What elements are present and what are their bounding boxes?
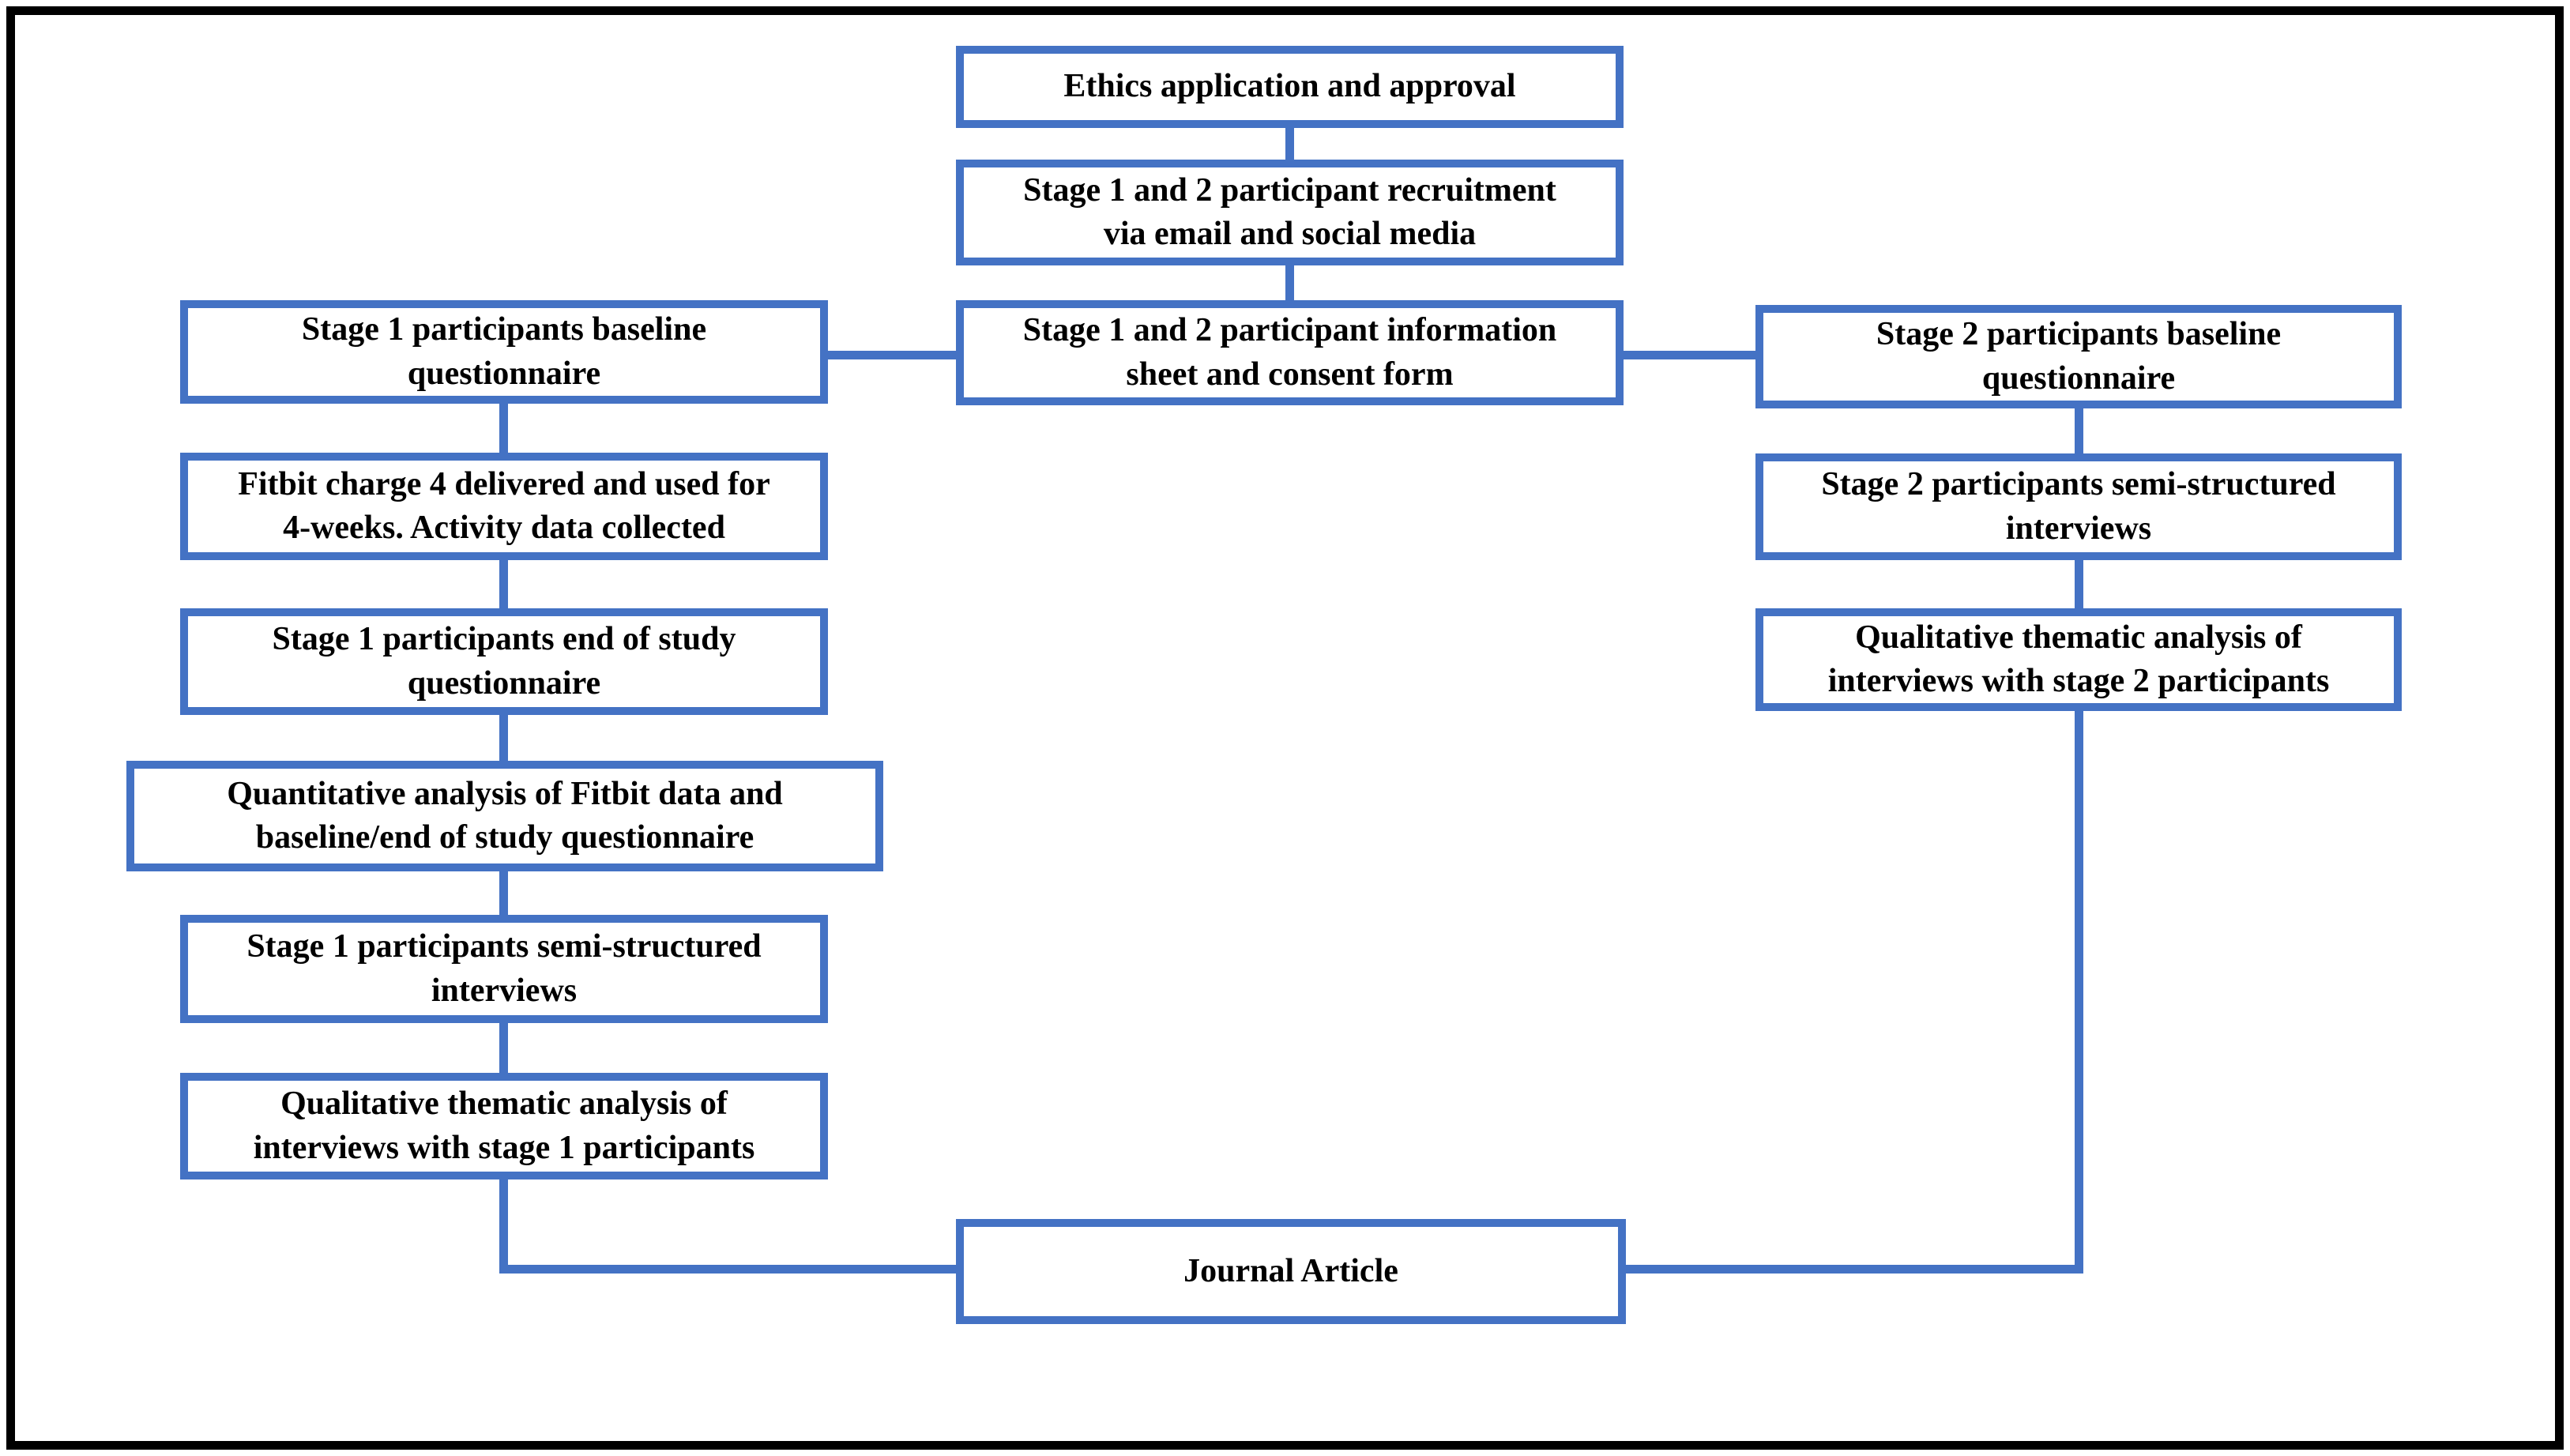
connector-fitbit-to-end-of-study [499,559,508,610]
node-label: Qualitative thematic analysis of intervi… [253,1085,755,1166]
connector-stage2-interviews-to-qualitative [2075,559,2083,610]
connector-stage1-qualitative-down [499,1178,508,1270]
connector-stage2-qualitative-down [2075,709,2083,1274]
connector-stage1-baseline-to-fitbit [499,402,508,454]
node-label: Stage 1 participants semi-structured int… [246,928,762,1009]
connector-stage2-baseline-to-interviews [2075,407,2083,455]
node-label: Fitbit charge 4 delivered and used for 4… [238,465,770,546]
node-label: Ethics application and approval [1063,68,1516,105]
node-label: Journal Article [1183,1252,1398,1289]
node-label: Stage 1 and 2 participant information sh… [1022,312,1557,393]
connector-ethics-to-recruitment [1285,126,1294,163]
node-stage1-semi-structured-interviews: Stage 1 participants semi-structured int… [180,915,828,1023]
connector-end-of-study-to-quantitative [499,713,508,762]
figure-border [6,6,2564,1450]
node-label: Stage 2 participants baseline questionna… [1876,316,2282,397]
node-stage1-baseline-questionnaire: Stage 1 participants baseline questionna… [180,300,828,404]
node-ethics-approval: Ethics application and approval [956,46,1624,128]
node-label: Stage 1 and 2 participant recruitment vi… [1023,171,1556,252]
node-label: Quantitative analysis of Fitbit data and… [227,775,783,856]
node-fitbit-data-collection: Fitbit charge 4 delivered and used for 4… [180,453,828,560]
connector-quantitative-to-stage1-interviews [499,870,508,917]
node-stage1-end-of-study-questionnaire: Stage 1 participants end of study questi… [180,608,828,715]
node-information-sheet-consent: Stage 1 and 2 participant information sh… [956,300,1624,405]
node-stage2-baseline-questionnaire: Stage 2 participants baseline questionna… [1755,305,2402,408]
node-participant-recruitment: Stage 1 and 2 participant recruitment vi… [956,160,1624,265]
node-label: Qualitative thematic analysis of intervi… [1827,619,2330,699]
node-stage1-qualitative-analysis: Qualitative thematic analysis of intervi… [180,1073,828,1179]
connector-recruitment-to-information [1285,264,1294,302]
connector-stage1-interviews-to-qualitative [499,1021,508,1074]
connector-information-to-stage1-baseline [824,351,958,359]
connector-information-to-stage2-baseline [1620,351,1759,359]
connector-right-to-journal [1621,1265,2083,1274]
node-journal-article: Journal Article [956,1219,1626,1324]
node-label: Stage 1 participants end of study questi… [272,621,736,702]
node-label: Stage 1 participants baseline questionna… [301,311,707,392]
node-quantitative-analysis: Quantitative analysis of Fitbit data and… [126,761,883,871]
node-stage2-semi-structured-interviews: Stage 2 participants semi-structured int… [1755,453,2402,560]
connector-left-to-journal [499,1265,960,1274]
node-label: Stage 2 participants semi-structured int… [1821,466,2336,547]
node-stage2-qualitative-analysis: Qualitative thematic analysis of intervi… [1755,608,2402,711]
